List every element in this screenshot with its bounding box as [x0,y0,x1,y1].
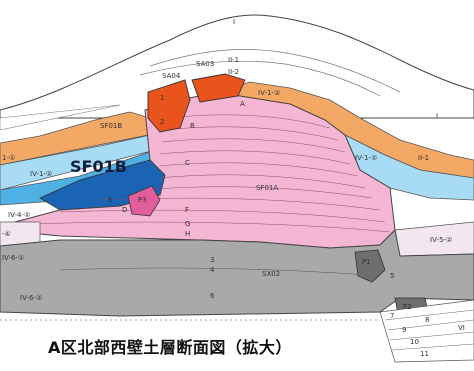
label-II-1: II-1 [228,56,239,64]
label-C: C [185,159,190,167]
label-n11: 11 [420,350,429,358]
label-n6: 6 [210,292,215,300]
label-n9: 9 [402,326,406,334]
label-n10: 10 [410,338,419,346]
right-lower-strata [384,309,474,351]
pit-P1 [354,249,386,283]
label-P2: P2 [403,303,412,311]
label-SF01A: SF01A [256,184,278,192]
label-IV-6-1: IV-6-① [2,254,24,262]
label-n4: 4 [210,266,215,274]
label-II-1-right: II-1 [418,154,429,162]
label-n2: 2 [160,118,164,126]
label-IV-1-left: IV-1-② [30,170,52,178]
label-I-top: I [233,18,235,26]
label-E: E [108,196,112,204]
label-IV-1-right: IV-1-② [355,154,377,162]
pit-P3 [127,185,161,217]
label-IV-1-top: IV-1-② [258,89,280,97]
layer-left-band [0,104,121,131]
layer-II-lines [149,49,401,93]
label-n1: 1 [160,94,164,102]
label-IV-5: IV-5-② [430,236,452,244]
label-left-frag-2: -④ [2,230,11,238]
label-IV-6-2: IV-6-② [20,294,42,302]
layer-labels: I II-1 II-2 IV-1-② SA03 SA04 SF01B 1-① I… [2,18,465,358]
label-I-right: I [436,112,438,120]
cut-SA03 [191,73,246,103]
layer-II-lines-2 [139,60,381,97]
label-SX02: SX02 [262,270,280,278]
label-left-frag-1: 1-① [2,154,15,162]
label-IV-4: IV-4-② [8,211,30,219]
label-n3: 3 [210,256,214,264]
label-P3: P3 [138,196,147,204]
label-SA04: SA04 [162,72,181,80]
label-G: G [185,220,190,228]
figure-caption: A区北部西壁土層断面図（拡大） [48,338,292,357]
label-F: F [185,206,189,214]
layer-I-mound [0,14,474,119]
cut-SA04 [147,79,191,133]
feature-label-SF01B: SF01B [70,157,127,176]
label-H: H [185,230,190,238]
label-D: D [122,206,127,214]
label-n7: 7 [390,312,394,320]
label-B: B [190,122,195,130]
layer-gray-SX02 [0,228,474,317]
label-SA03: SA03 [196,60,214,68]
label-n5: 5 [390,272,394,280]
label-P1: P1 [362,258,371,266]
label-VI: VI [458,324,465,332]
label-SF01B-small: SF01B [100,122,122,130]
label-n8: 8 [425,316,429,324]
gray-inner-line [59,267,381,277]
layer-right-lower [379,299,474,363]
label-II-2: II-2 [228,68,239,76]
label-A: A [240,100,245,108]
